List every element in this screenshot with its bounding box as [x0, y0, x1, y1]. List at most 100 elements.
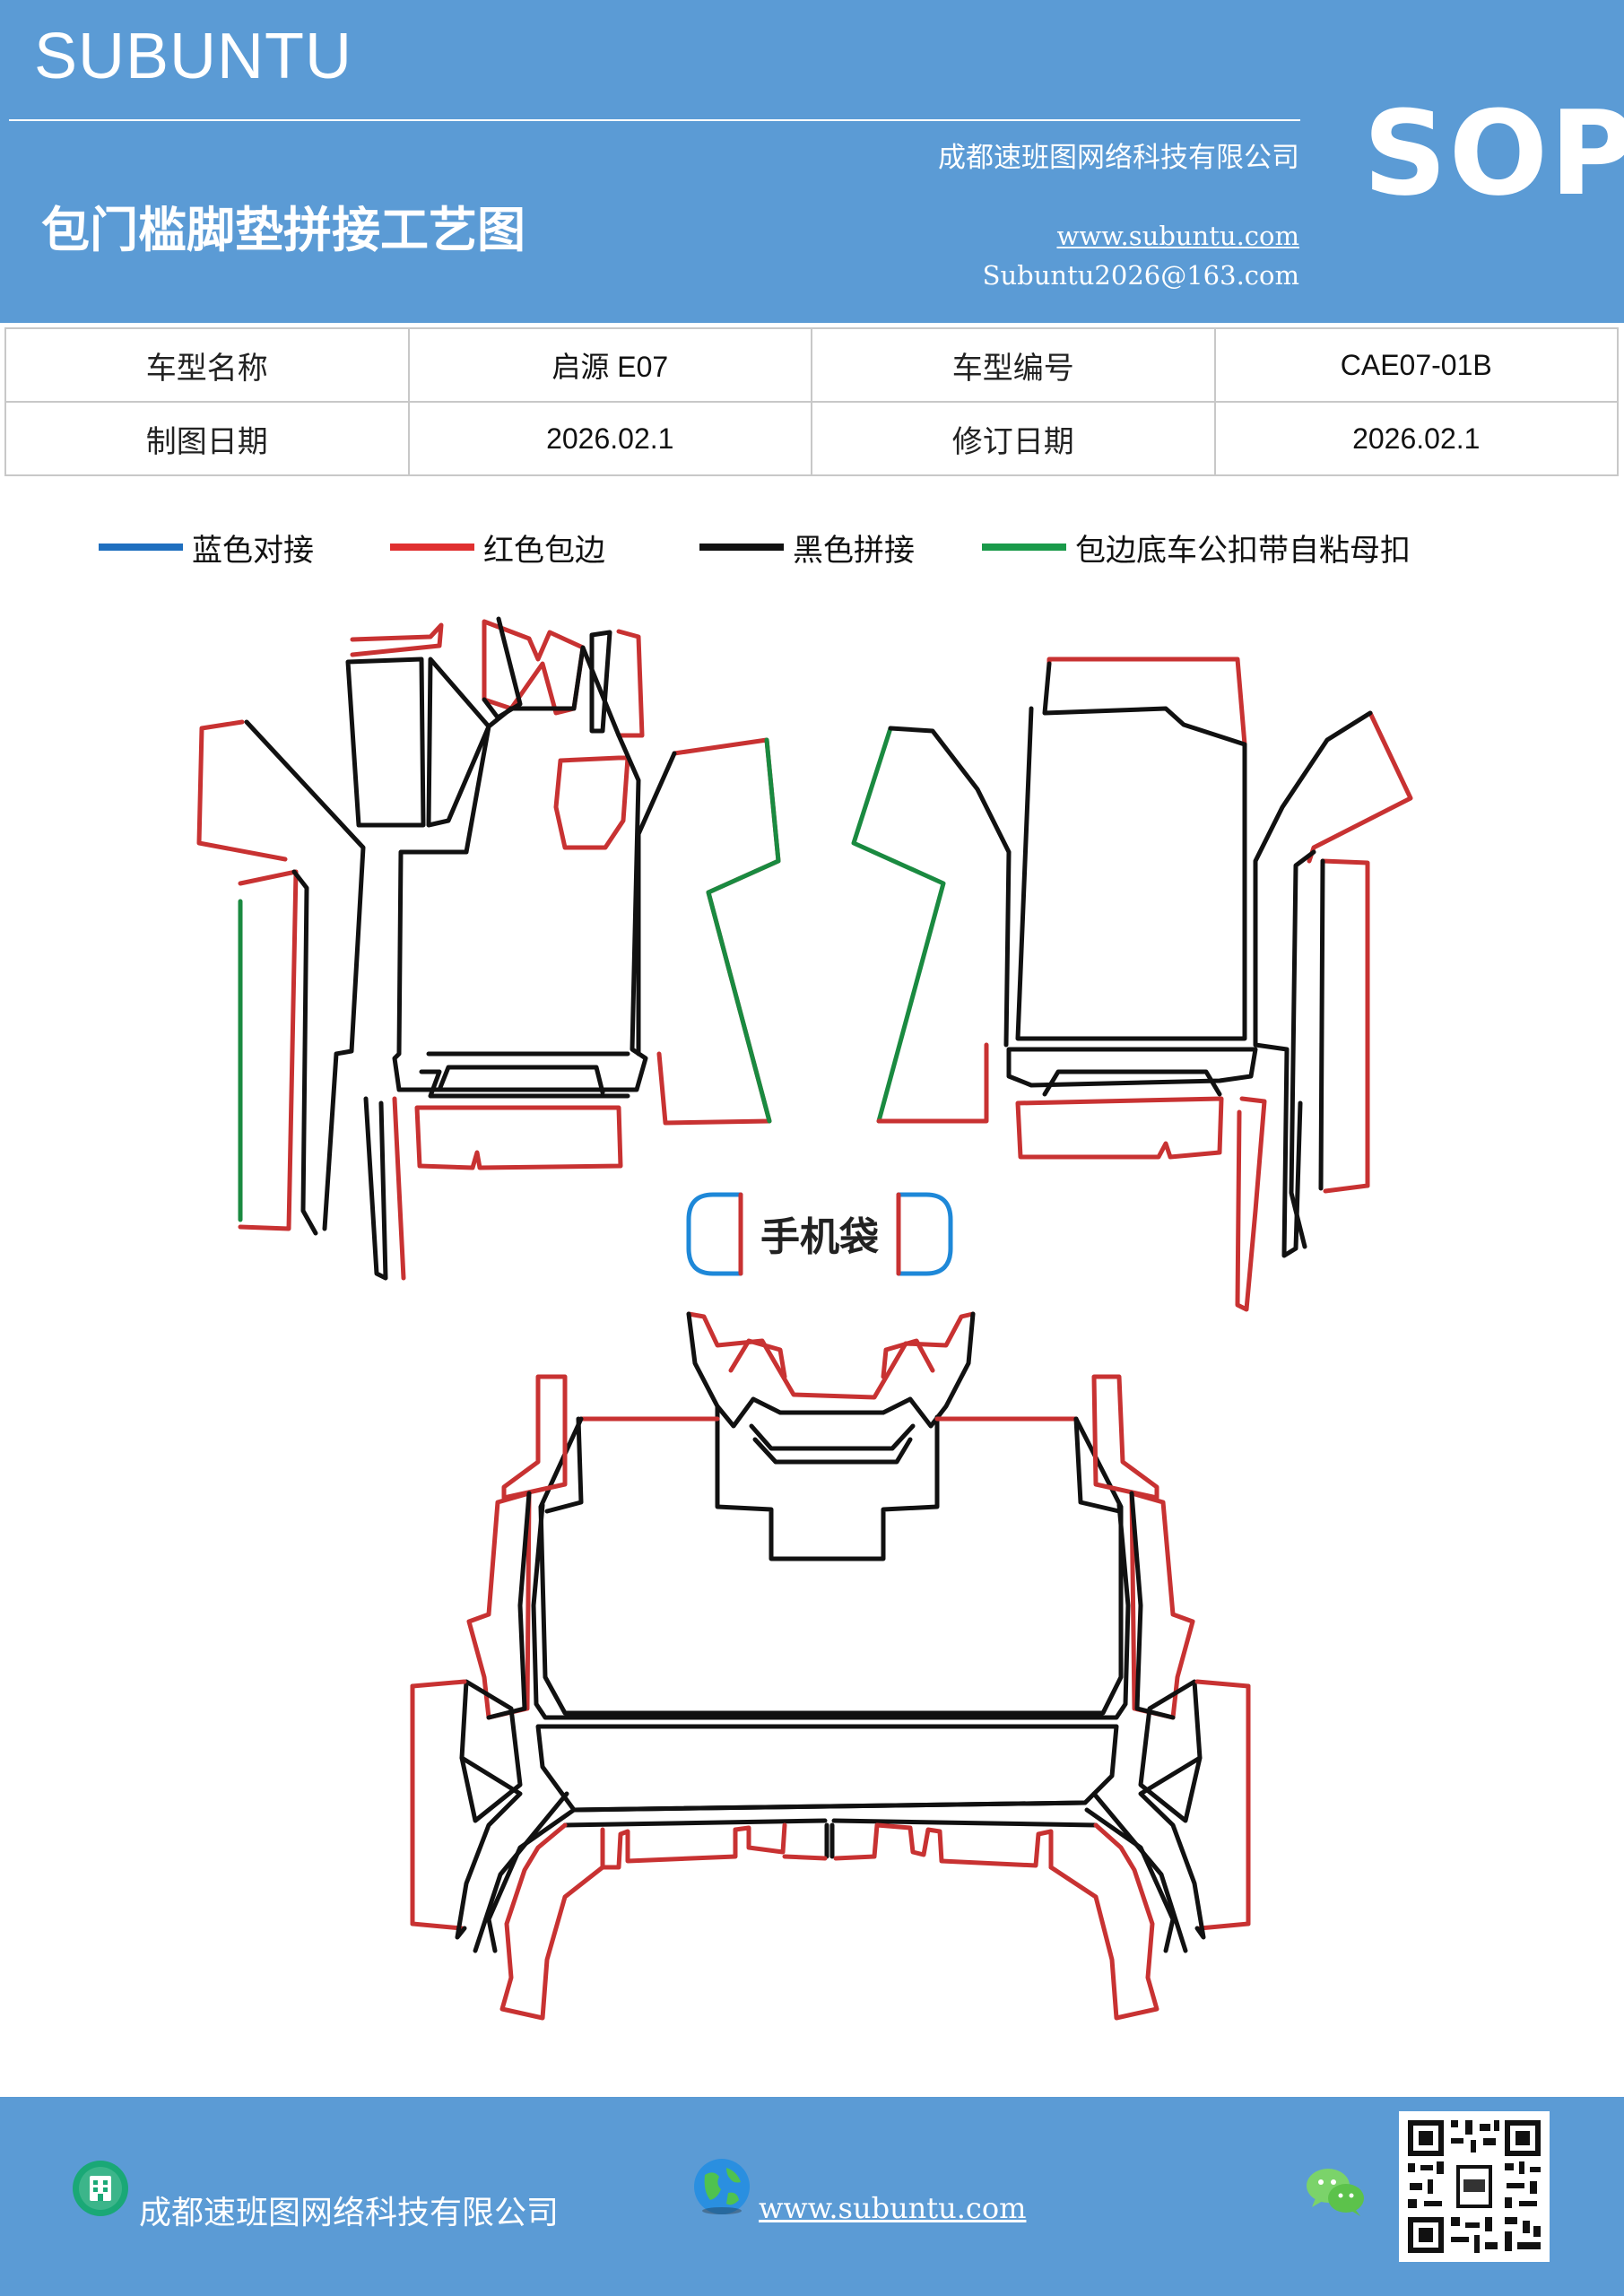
- cell-value: 启源 E07: [551, 351, 669, 383]
- mat-edge-red: [1046, 657, 1247, 747]
- brand-name: SUBUNTU: [34, 21, 353, 92]
- legend-swatch: [699, 544, 784, 551]
- mat-edge-black: [1042, 1069, 1222, 1097]
- mat-edge-red: [414, 1105, 623, 1170]
- globe-icon: [694, 2159, 750, 2214]
- mat-edge-red: [350, 622, 444, 657]
- footer-company: 成都速班图网络科技有限公司: [139, 2195, 560, 2231]
- table-row: 制图日期 2026.02.1 修订日期 2026.02.1: [4, 401, 1619, 476]
- mat-edge-black: [1253, 710, 1373, 1258]
- cell-label: 车型编号: [951, 350, 1074, 387]
- legend-label: 包边底车公扣带自粘母扣: [1075, 532, 1411, 569]
- mat-edge-black: [531, 1502, 1131, 1720]
- legend-item-green: 包边底车公扣带自粘母扣: [982, 525, 1411, 570]
- mat-edge-black: [571, 1800, 1088, 1813]
- mat-edge-black: [392, 645, 648, 1092]
- mat-edge-black: [1091, 1791, 1188, 1953]
- wechat-icon: [1307, 2169, 1364, 2216]
- building-icon: [73, 2161, 128, 2216]
- mat-edge-red: [616, 629, 645, 738]
- table-cell: 车型编号: [811, 327, 1216, 403]
- mat-edge-black: [535, 1724, 1119, 1813]
- mat-edge-red: [1015, 1096, 1224, 1160]
- mat-edge-red: [1048, 1822, 1159, 2021]
- mat-edge-red: [196, 719, 288, 862]
- mat-edge-red: [876, 1042, 989, 1124]
- mat-edge-black: [291, 869, 318, 1236]
- mat-edge-black: [459, 1679, 523, 1823]
- legend-item-red: 红色包边: [390, 525, 605, 570]
- legend-item-black: 黑色拼接: [699, 525, 915, 570]
- cell-label: 车型名称: [145, 350, 268, 387]
- header-website-link[interactable]: www.subuntu.com: [1056, 221, 1299, 251]
- mat-edge-black: [486, 1491, 532, 1720]
- front-left-mat-group: [196, 616, 781, 1281]
- legend-label: 黑色拼接: [793, 532, 915, 569]
- mat-edge-black: [636, 751, 677, 1057]
- mat-edge-black: [437, 1065, 605, 1095]
- mat-edge-black: [749, 1423, 916, 1451]
- mat-edge-red: [238, 869, 299, 1231]
- front-right-mat-group: [851, 657, 1413, 1312]
- header-company: 成都速班图网络科技有限公司: [938, 142, 1299, 174]
- mat-edge-red: [1129, 1491, 1195, 1720]
- sop-badge: SOP: [1363, 85, 1624, 222]
- header-divider: [9, 119, 1300, 121]
- mat-edge-red: [728, 1338, 787, 1379]
- mat-edge-black: [345, 657, 426, 828]
- mat-edge-black: [419, 1069, 630, 1099]
- page-title: 包门槛脚垫拼接工艺图: [41, 201, 525, 258]
- mat-edge-black: [589, 630, 612, 734]
- mat-edge-black: [752, 1437, 913, 1465]
- cell-value: 2026.02.1: [546, 422, 674, 455]
- table-row: 车型名称 启源 E07 车型编号 CAE07-01B: [4, 327, 1619, 403]
- mat-edge-black: [888, 726, 1012, 1048]
- mat-edge-red: [1307, 710, 1413, 864]
- mat-edge-black: [426, 657, 491, 828]
- cell-value: CAE07-01B: [1340, 348, 1492, 381]
- header-banner: SUBUNTU 成都速班图网络科技有限公司 包门槛脚垫拼接工艺图 www.sub…: [0, 0, 1624, 323]
- mat-edge-black: [824, 1822, 835, 1859]
- mat-edge-red: [1194, 1679, 1251, 1931]
- mat-edge-red: [881, 1338, 935, 1379]
- mat-edge-black: [1138, 1755, 1206, 1940]
- table-cell: 2026.02.1: [1213, 401, 1619, 476]
- info-table: 车型名称 启源 E07 车型编号 CAE07-01B 制图日期 2026.02.…: [4, 327, 1619, 476]
- footer-website-link[interactable]: www.subuntu.com: [759, 2191, 1027, 2225]
- mat-edge-red: [686, 1311, 976, 1400]
- mat-edge-red: [410, 1679, 467, 1931]
- mat-edge-black: [1015, 661, 1247, 1041]
- mat-edge-black: [1129, 1491, 1176, 1720]
- mat-edge-black: [1084, 1807, 1176, 1953]
- pocket-blue-edge-left: [686, 1192, 743, 1276]
- mat-edge-red: [782, 1854, 828, 1861]
- mat-edge-black: [473, 1791, 569, 1953]
- phone-pocket-group: 手机袋: [686, 1192, 953, 1276]
- mat-edge-red: [833, 1822, 1054, 1870]
- mat-edge-black: [244, 719, 366, 1231]
- mat-edge-green: [706, 737, 781, 1124]
- table-cell: CAE07-01B: [1213, 327, 1619, 403]
- phone-pocket-label: 手机袋: [760, 1214, 879, 1260]
- cell-label: 制图日期: [145, 423, 268, 460]
- mat-edge-red: [553, 755, 630, 850]
- mat-edge-red: [501, 1374, 568, 1500]
- mat-edge-black: [908, 1311, 976, 1429]
- legend-swatch: [99, 544, 183, 551]
- legend-item-blue: 蓝色对接: [99, 525, 314, 570]
- mat-edge-black: [363, 1096, 388, 1281]
- legend-swatch: [982, 544, 1066, 551]
- header-email[interactable]: Subuntu2026@163.com: [982, 260, 1299, 291]
- mat-edge-red: [499, 1822, 605, 2021]
- legend-swatch: [390, 544, 474, 551]
- mat-edge-red: [392, 1096, 406, 1281]
- mat-edge-black: [455, 1755, 523, 1940]
- mat-edge-black: [1073, 1416, 1122, 1514]
- mat-edge-black: [751, 1396, 913, 1415]
- legend-label: 蓝色对接: [192, 532, 314, 569]
- cell-value: 2026.02.1: [1352, 422, 1481, 455]
- mat-edge-black: [715, 1404, 940, 1561]
- qr-code-icon[interactable]: [1399, 2111, 1550, 2262]
- mat-edge-black: [562, 1818, 1099, 1828]
- table-cell: 启源 E07: [407, 327, 812, 403]
